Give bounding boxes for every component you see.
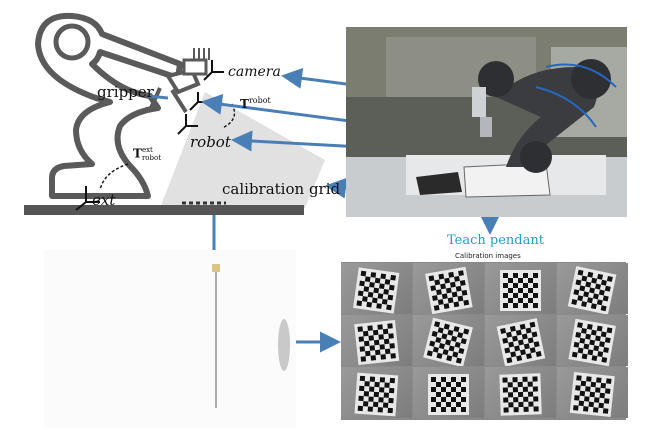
calibration-image (557, 315, 628, 366)
checkerboard (425, 266, 473, 314)
sensor-image-drawing (44, 250, 296, 428)
label-calibration-images: Calibration images (455, 252, 521, 260)
calibration-image (341, 263, 412, 314)
checkerboard (428, 374, 469, 415)
label-t-ext-sub: robot (141, 154, 162, 162)
label-teach-pendant: Teach pendant (447, 233, 544, 248)
checkerboard (423, 317, 473, 366)
frame-ext (75, 186, 100, 211)
label-camera: camera (228, 64, 281, 80)
checkerboard (499, 373, 542, 416)
gripper-pointer (147, 94, 169, 100)
checkerboard (567, 266, 617, 314)
checkerboard (496, 318, 546, 366)
label-t-ext-main: T (133, 146, 142, 161)
shoulder-joint (53, 23, 91, 61)
calibration-image (557, 367, 628, 418)
label-ext: ext (92, 191, 116, 209)
camera-fins (193, 48, 210, 60)
calibration-image (485, 263, 556, 314)
camera-body (182, 58, 208, 76)
gripper-fingers (148, 87, 188, 114)
frame-robot (177, 114, 198, 135)
label-t-robot-sup: robot (248, 96, 271, 105)
calibration-image (413, 263, 484, 314)
transform-arrow-ext (99, 163, 129, 191)
calibration-image (413, 315, 484, 366)
calibration-image (557, 263, 628, 314)
robot-arm-outline (35, 12, 183, 199)
calibration-image (341, 367, 412, 418)
robot-photo-drawing (346, 27, 627, 217)
checkerboard (500, 270, 541, 311)
calibration-image (341, 315, 412, 366)
frame-camera (203, 60, 224, 81)
robot-photo (346, 27, 627, 217)
label-t-ext-sup: ext (141, 146, 153, 154)
label-calibration-grid: calibration grid (222, 180, 341, 198)
label-gripper: gripper (97, 83, 154, 101)
calibration-images-grid (341, 262, 628, 420)
checkerboard (568, 318, 616, 366)
label-robot: robot (190, 133, 231, 151)
label-t-robot-main: T (240, 97, 249, 111)
calibration-image (413, 367, 484, 418)
label-t-robot: Trobot (240, 96, 271, 111)
checkerboard (569, 371, 615, 418)
checkerboard (353, 267, 400, 314)
checkerboard (354, 372, 399, 417)
base-plate (24, 205, 304, 215)
calibration-image (485, 367, 556, 418)
calibration-image (485, 315, 556, 366)
checkerboard (354, 319, 400, 366)
sensor-image (44, 250, 296, 428)
